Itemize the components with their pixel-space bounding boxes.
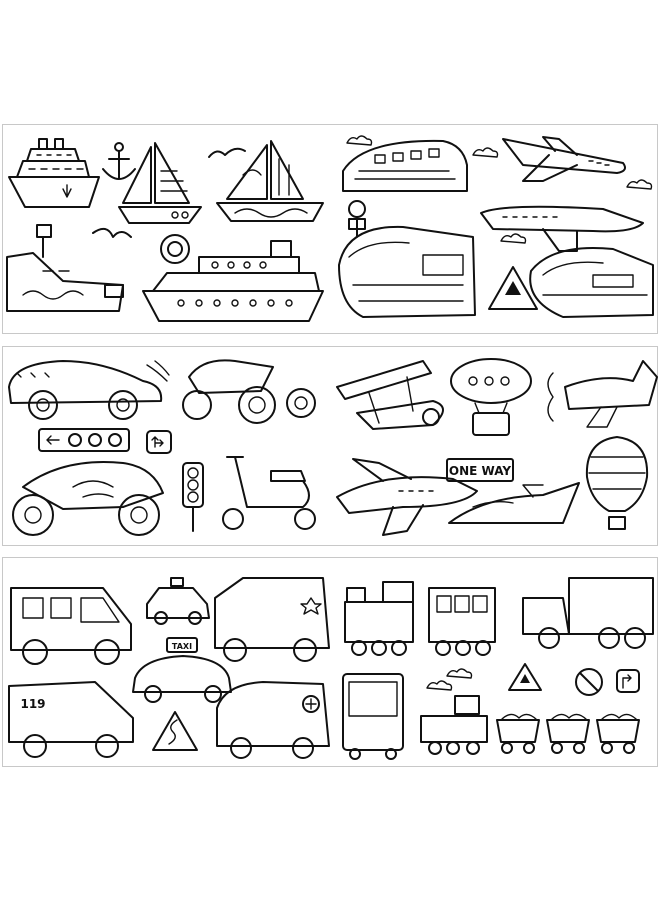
bus-icon: [342, 673, 404, 760]
arrow-signal-icon: [38, 428, 130, 452]
one-way-sign: ONE WAY: [446, 458, 514, 482]
train-car-icon: [428, 587, 496, 656]
sticker-strip-road-sky: ONE WAY: [2, 346, 658, 546]
atv-icon: [182, 359, 316, 424]
van-icon: [10, 587, 132, 665]
bullet-train-icon: [342, 139, 468, 192]
hot-air-balloon-icon: [585, 436, 649, 530]
warning-sign-icon: [508, 663, 542, 691]
smoke-cloud-icon: [426, 668, 473, 691]
sticker-strip-sea-air: [2, 124, 658, 334]
truck-icon: [522, 577, 654, 649]
scooter-icon: [222, 456, 316, 530]
taxi-sign-label: TAXI: [172, 642, 192, 651]
sticker-strip-vehicles-trains: TAXI 119: [2, 557, 658, 767]
sailboat-icon: [118, 142, 202, 224]
high-speed-train-icon: [338, 225, 476, 318]
passenger-ship-icon: [142, 240, 324, 322]
turn-sign-icon: [616, 669, 640, 693]
police-van-icon: [214, 577, 330, 662]
cruise-ship-icon: [8, 138, 100, 208]
ambulance-icon: 119: [8, 681, 134, 758]
yacht-icon: [216, 140, 324, 222]
traffic-light-icon: [348, 200, 366, 238]
maglev-train-icon: [529, 246, 654, 318]
warning-sign-icon: [488, 266, 538, 310]
police-car-icon: [146, 577, 210, 625]
winding-road-sign-icon: [152, 711, 198, 751]
race-car-icon: [8, 360, 170, 420]
biplane-icon: [336, 360, 444, 430]
freight-train-icon: [420, 695, 640, 755]
taxi-icon: TAXI: [132, 637, 232, 703]
jet-plane-icon: [336, 458, 478, 536]
propeller-plane-icon: [547, 360, 658, 428]
seagull-icon: [92, 227, 132, 238]
no-parking-sign: [575, 668, 603, 696]
airship-icon: [450, 358, 532, 436]
lifebuoy-icon: [160, 234, 190, 264]
airplane-icon: [502, 136, 626, 182]
cloud-icon: [346, 135, 653, 244]
cargo-ship-icon: [6, 224, 124, 312]
space-shuttle-icon: [448, 482, 580, 524]
anchor-icon: [102, 142, 136, 180]
ambulance-icon: [216, 681, 330, 759]
ambulance-number: 119: [20, 697, 45, 711]
locomotive-icon: [344, 581, 414, 656]
direction-sign-icon: [146, 430, 172, 454]
traffic-light-icon: [182, 462, 204, 532]
motorcycle-icon: [12, 461, 164, 536]
one-way-sign-label: ONE WAY: [449, 464, 511, 478]
seagull-icon: [208, 147, 246, 158]
airliner-icon: [480, 205, 644, 252]
